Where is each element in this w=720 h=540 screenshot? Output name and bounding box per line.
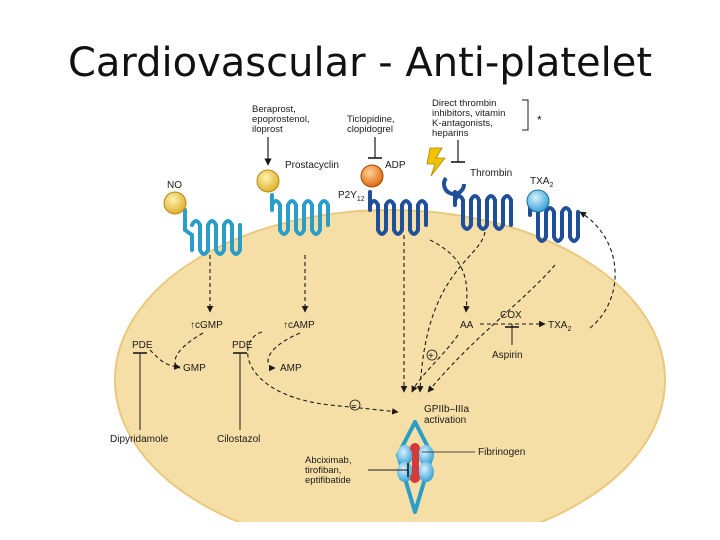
abciximab-label-1: Abciximab, [305,455,351,466]
svg-text:P2Y12: P2Y12 [338,190,365,203]
aspirin-label: Aspirin [492,350,523,361]
prostacyclin-receptor [270,193,330,236]
drugs-adp-1: Ticlopidine, [347,114,395,125]
txa2-ligand [526,189,550,213]
p2y12-label: P2Y [338,190,357,201]
adp-ligand [360,164,384,188]
platelet-cell [114,209,666,540]
drugs-prostacyclin-2: epoprostenol, [252,114,310,125]
amp-label: AMP [280,363,302,374]
lightning-icon [426,147,446,177]
slide-title: Cardiovascular - Anti-platelet [67,40,653,86]
drugs-prostacyclin-1: Beraprost, [252,104,296,115]
thrombin-cleavage-icon [442,176,466,196]
svg-text:TXA2: TXA2 [530,176,553,189]
svg-text:TXA2: TXA2 [548,320,571,333]
gmp-label: GMP [183,363,206,374]
fibrinogen-molecule [412,448,419,478]
cilostazol-label: Cilostazol [217,434,260,445]
txa2-top-label: TXA [530,176,550,187]
drugs-thrombin-3: K-antagonists, [432,118,493,129]
drugs-adp-2: clopidogrel [347,124,393,135]
pde-label-1: PDE [132,340,153,351]
adp-label: ADP [385,160,406,171]
drugs-thrombin-2: inhibitors, vitamin [432,108,505,119]
no-receptor [183,208,242,256]
gpiib-label-1: GPIIb–IIIa [424,404,469,415]
no-label: NO [167,180,182,191]
cgmp-label: ↑cGMP [190,320,223,331]
txa2-mid-label: TXA [548,320,568,331]
plus-sign: + [428,351,434,362]
minus-sign: − [351,401,357,412]
camp-label: ↑cAMP [283,320,315,331]
gpiib-label-2: activation [424,415,466,426]
dipyridamole-label: Dipyridamole [110,434,169,445]
fibrinogen-label: Fibrinogen [478,447,525,458]
drugs-prostacyclin-3: iloprost [252,124,283,135]
prostacyclin-ligand [256,169,280,193]
gpiib-receptor [396,420,434,514]
cox-label: COX [500,310,522,321]
abciximab-label-3: eptifibatide [305,475,351,486]
asterisk: * [537,113,542,127]
txa2-top-sub: 2 [549,182,553,189]
prostacyclin-label: Prostacyclin [285,160,339,171]
pde-label-2: PDE [232,340,253,351]
aa-label: AA [460,320,474,331]
p2y12-sub: 12 [357,196,365,203]
no-ligand [163,191,187,215]
p2y12-receptor [368,190,428,236]
thrombin-label: Thrombin [470,168,512,179]
abciximab-label-2: tirofiban, [305,465,341,476]
drugs-thrombin-4: heparins [432,128,469,139]
drugs-thrombin-1: Direct thrombin [432,98,496,109]
txa2-mid-sub: 2 [567,326,571,333]
